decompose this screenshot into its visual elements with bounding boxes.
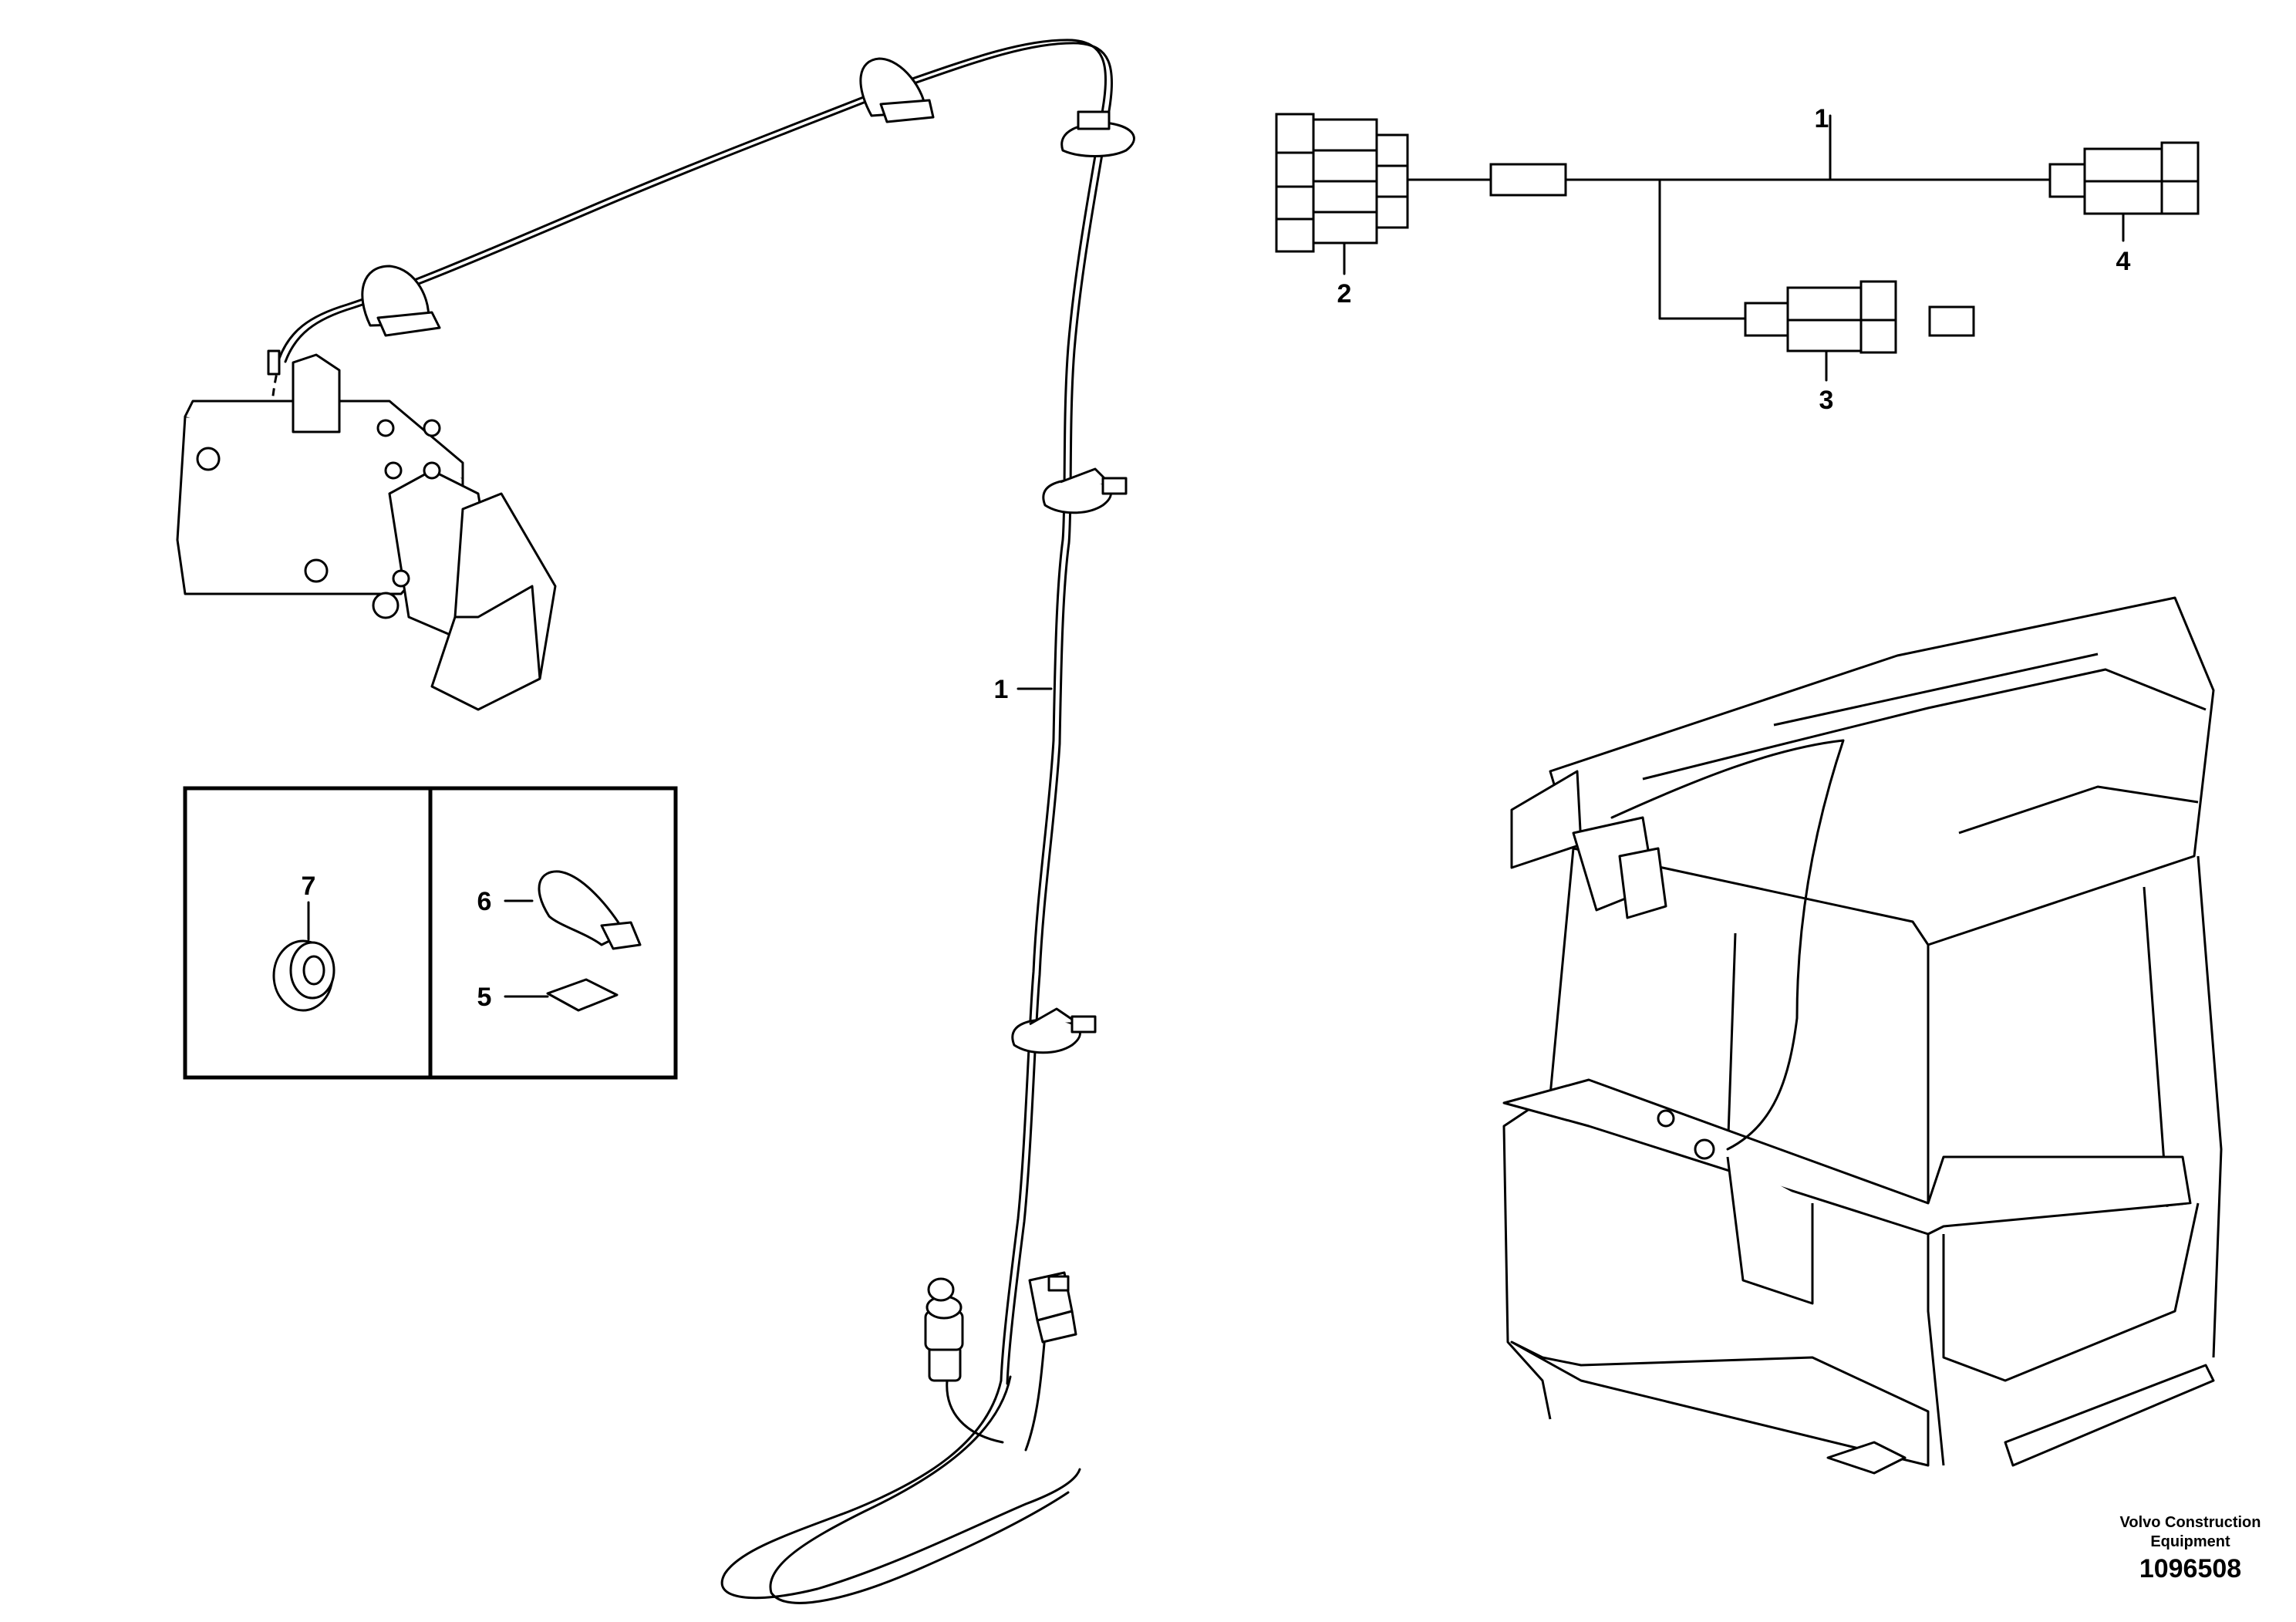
company-name-line1: Volvo Construction [2119, 1514, 2261, 1531]
harness-clamp-5 [1011, 1007, 1097, 1054]
wiring-harness-drawing: 1 [270, 39, 1135, 1604]
callout-connector-3: 3 [1819, 386, 1834, 415]
company-name-line2: Equipment [2150, 1533, 2230, 1550]
connector-2-symbol [1275, 113, 1409, 275]
round-plug-drawing [924, 1277, 964, 1382]
harness-schematic: 1 2 3 4 [1275, 104, 2200, 415]
drawing-number: 1096508 [2139, 1554, 2242, 1583]
sleeve-symbol [1489, 163, 1567, 197]
callout-harness-main: 1 [994, 675, 1009, 704]
connector-3-symbol [1744, 280, 1975, 382]
callout-strap-6: 6 [477, 887, 492, 916]
callout-connector-4: 4 [2116, 247, 2131, 276]
mounting-bracket-drawing [176, 349, 557, 711]
harness-clamp-2 [859, 57, 935, 123]
harness-clamp-4 [1042, 467, 1128, 514]
callout-connector-2: 2 [1337, 279, 1352, 309]
detail-box-clip-strap: 6 5 [428, 786, 678, 1080]
harness-clamp-1 [361, 265, 441, 337]
harness-clamp-3 [1060, 110, 1135, 157]
connector-4-symbol [2048, 141, 2200, 242]
rect-plug-drawing [1028, 1271, 1077, 1344]
callout-schematic-harness: 1 [1815, 104, 1829, 133]
cab-frame-drawing [1502, 596, 2223, 1475]
callout-grommet-7: 7 [302, 872, 316, 901]
callout-clip-5: 5 [477, 983, 492, 1012]
detail-box-grommet: 7 [183, 786, 433, 1080]
